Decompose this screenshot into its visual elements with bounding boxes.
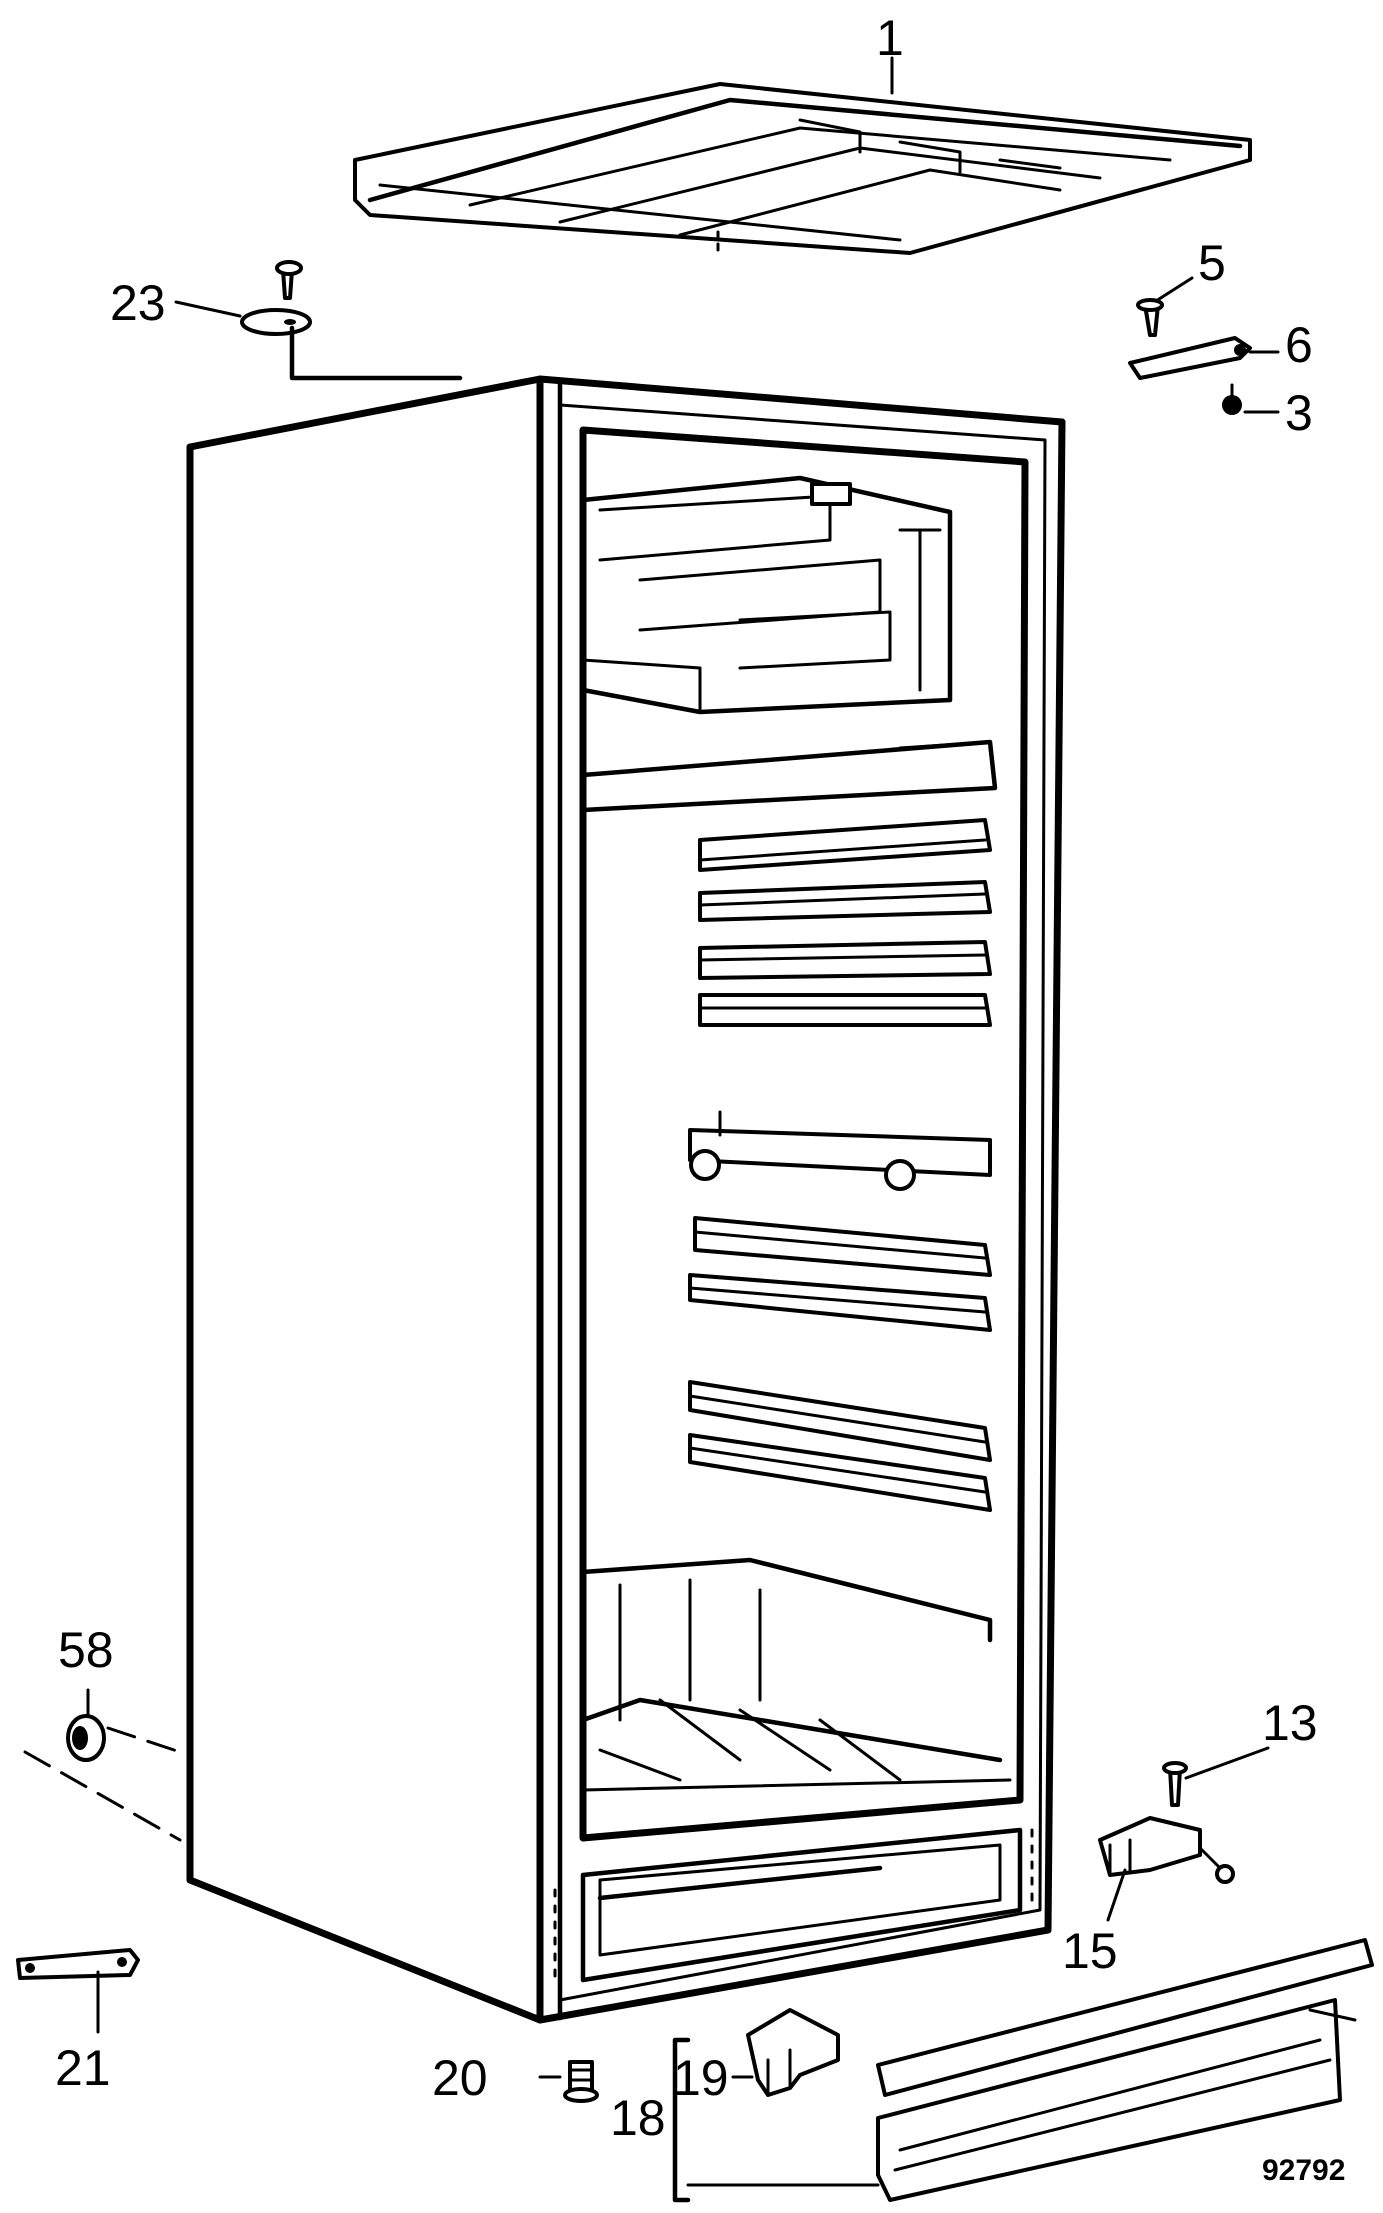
callout-5: 5 <box>1198 235 1226 291</box>
callout-3: 3 <box>1285 385 1313 441</box>
callout-20: 20 <box>432 2050 488 2106</box>
leveling-foot-part <box>16 1948 140 2034</box>
callout-6: 6 <box>1285 317 1313 373</box>
callout-18: 18 <box>610 2090 666 2146</box>
callout-58: 58 <box>58 1622 114 1678</box>
top-cover-part <box>353 82 1252 257</box>
callout-labels: 1 23 5 6 3 58 13 15 21 20 18 19 92792 <box>55 10 1345 2187</box>
refrigerator-cabinet <box>186 375 1066 2024</box>
top-hinge-cap-part <box>174 260 463 381</box>
freezer-compartment <box>580 475 953 715</box>
lower-compartment <box>580 1557 1012 1792</box>
callout-13: 13 <box>1262 1695 1318 1751</box>
shelf-rails <box>688 818 992 1512</box>
callout-15: 15 <box>1062 1923 1118 1979</box>
callout-1: 1 <box>876 10 904 66</box>
foot-pad-part <box>23 1688 182 1842</box>
screw-part <box>538 2060 599 2103</box>
callout-23: 23 <box>110 275 166 331</box>
lower-hinge-part <box>1098 1746 1270 1922</box>
bottom-trim-assembly <box>672 1938 1374 2203</box>
kick-plate <box>553 1827 1034 1987</box>
callout-21: 21 <box>55 2040 111 2096</box>
upper-hinge-part <box>1128 276 1280 415</box>
callout-19: 19 <box>673 2050 729 2106</box>
figure-number: 92792 <box>1262 2154 1345 2187</box>
